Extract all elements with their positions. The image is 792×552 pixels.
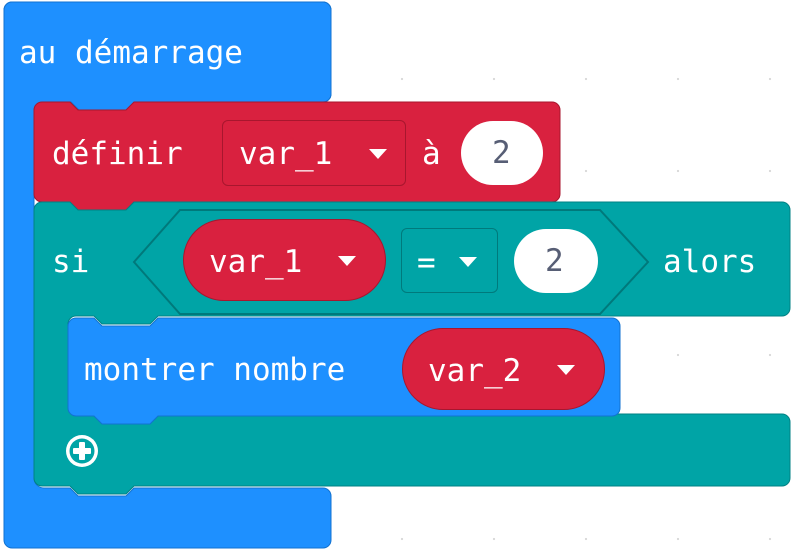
set-value-input[interactable]: 2 — [461, 121, 543, 185]
to-label: à — [422, 136, 441, 172]
on-start-label: au démarrage — [19, 35, 243, 71]
variable-reporter-show[interactable]: var_2 — [402, 328, 605, 410]
variable-reporter-left[interactable]: var_1 — [183, 219, 386, 301]
variable-dropdown-set[interactable]: var_1 — [222, 120, 406, 186]
set-label: définir — [52, 136, 183, 172]
chevron-down-icon — [459, 257, 477, 267]
operator-label: = — [417, 245, 436, 281]
chevron-down-icon — [369, 149, 387, 159]
compare-value-input[interactable]: 2 — [514, 229, 598, 293]
chevron-down-icon — [557, 365, 575, 375]
variable-reporter-show-label: var_2 — [428, 353, 522, 389]
variable-reporter-left-label: var_1 — [209, 244, 303, 280]
compare-value-text: 2 — [545, 243, 564, 279]
show-number-label: montrer nombre — [84, 352, 346, 388]
chevron-down-icon — [338, 256, 356, 266]
set-value-text: 2 — [492, 135, 511, 171]
operator-dropdown[interactable]: = — [401, 228, 498, 293]
variable-dropdown-set-label: var_1 — [239, 136, 333, 172]
if-label: si — [52, 244, 90, 280]
plus-circle-icon[interactable] — [66, 435, 98, 467]
then-label: alors — [663, 244, 757, 280]
